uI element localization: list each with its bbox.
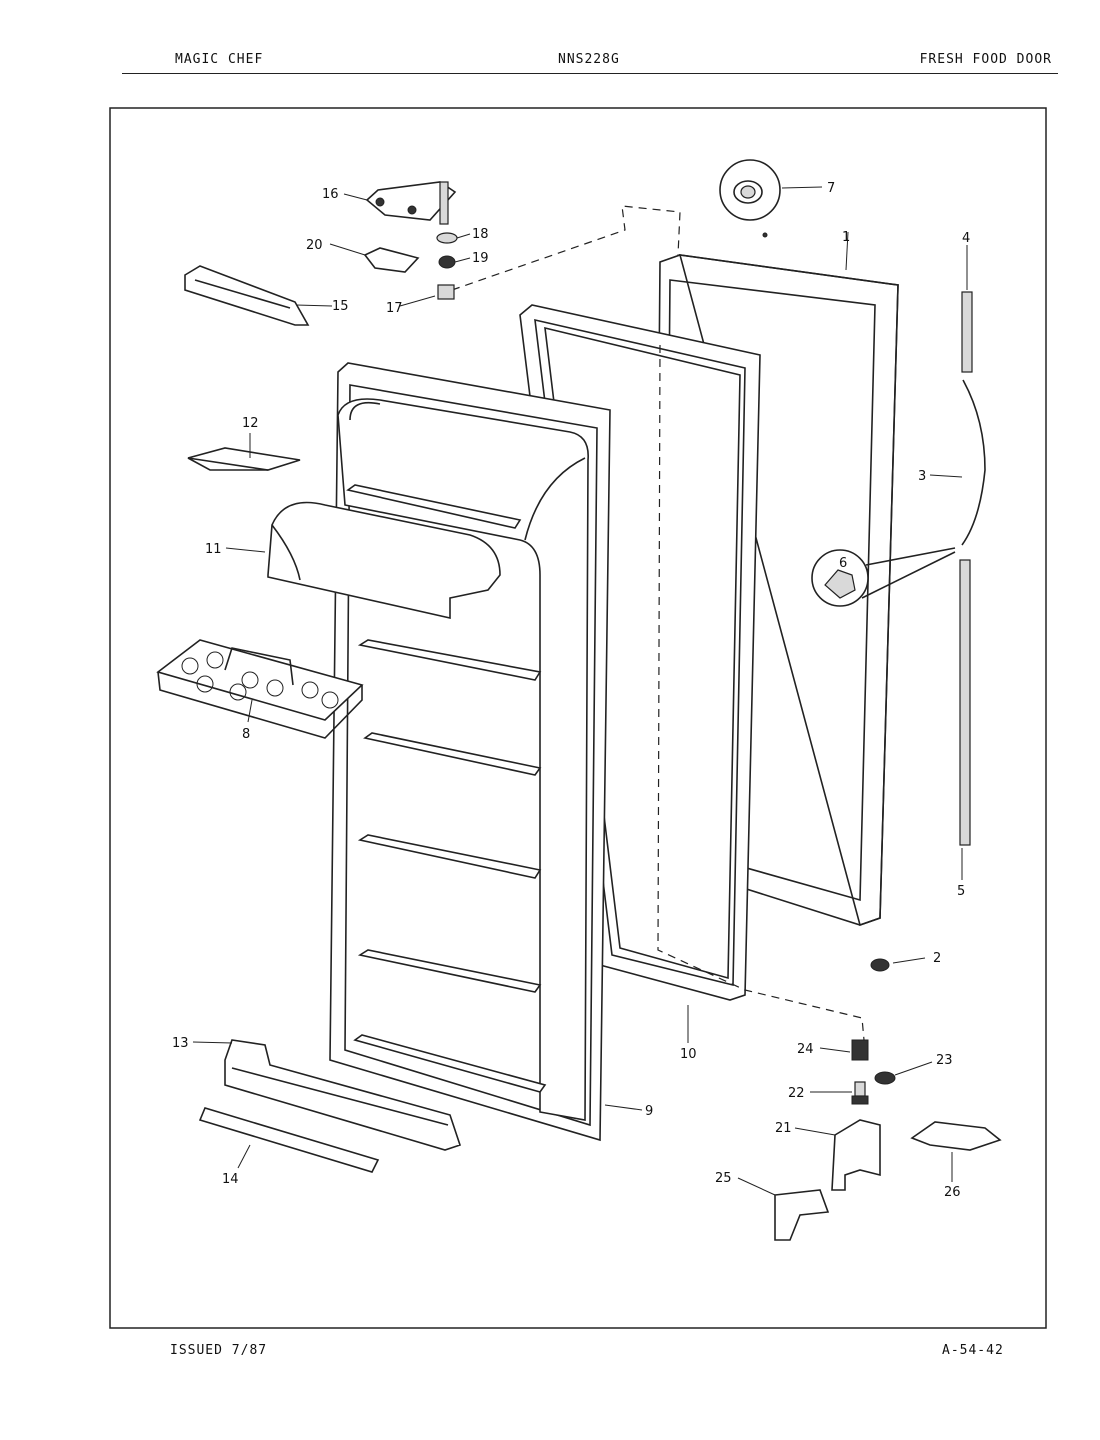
part-egg-tray: [156, 639, 364, 739]
alignment-line: [657, 344, 865, 1041]
callout-12: 12: [242, 416, 259, 431]
part-handle-bottom-trim: [959, 559, 971, 846]
part-small-tray: [187, 447, 301, 471]
callout-19: 19: [472, 251, 489, 266]
callout-9: 9: [645, 1104, 653, 1119]
callout-24: 24: [797, 1042, 814, 1057]
footer-drawing-number: A-54-42: [942, 1343, 1004, 1358]
callout-15: 15: [332, 299, 349, 314]
callout-17: 17: [386, 301, 403, 316]
callout-25: 25: [715, 1171, 732, 1186]
part-hinge-shim: [363, 247, 420, 273]
part-bottom-hinge-bushing: [851, 1039, 869, 1061]
part-handle-top-trim: [961, 291, 973, 373]
diagram-frame: [109, 107, 1047, 1329]
part-bottom-hinge: [831, 1119, 881, 1191]
callout-7: 7: [827, 181, 835, 196]
part-top-hinge: [365, 181, 457, 225]
callout-1: 1: [842, 230, 850, 245]
callout-16: 16: [322, 187, 339, 202]
part-door-handle: [961, 379, 986, 546]
part-nut: [870, 958, 890, 972]
callout-11: 11: [205, 542, 222, 557]
part-bottom-hinge-pin: [851, 1081, 869, 1105]
part-hinge-bracket: [774, 1189, 830, 1241]
part-hinge-pin-bushing: [438, 255, 456, 269]
part-bottom-washer: [874, 1071, 896, 1085]
callout-8: 8: [242, 727, 250, 742]
leader-lines: [192, 186, 968, 1196]
part-dairy-compartment-cover: [267, 501, 501, 620]
part-hinge-nut: [437, 284, 455, 300]
callout-18: 18: [472, 227, 489, 242]
callout-21: 21: [775, 1121, 792, 1136]
header-brand: MAGIC CHEF: [175, 52, 264, 67]
alignment-line: [451, 205, 681, 291]
callout-4: 4: [962, 231, 970, 246]
part-hinge-cover: [184, 265, 310, 326]
callout-5: 5: [957, 884, 965, 899]
callout-13: 13: [172, 1036, 189, 1051]
callout-23: 23: [936, 1053, 953, 1068]
part-washer: [436, 232, 458, 244]
callout-22: 22: [788, 1086, 805, 1101]
header-rule: [122, 73, 1058, 74]
part-handle-mounting-detail: [811, 547, 956, 607]
part-handle-end-cap: [719, 159, 781, 238]
part-hinge-plate: [910, 1121, 1002, 1151]
part-inner-door-liner: [329, 362, 611, 1142]
callout-3: 3: [918, 469, 926, 484]
footer-issue-date: ISSUED 7/87: [170, 1343, 268, 1358]
callout-20: 20: [306, 238, 323, 253]
callout-14: 14: [222, 1172, 239, 1187]
header-model-number: NNS228G: [558, 52, 620, 67]
callout-10: 10: [680, 1047, 697, 1062]
callout-6: 6: [839, 556, 847, 571]
header-section-title: FRESH FOOD DOOR: [919, 52, 1052, 67]
part-door-rack: [224, 1039, 462, 1151]
callout-26: 26: [944, 1185, 961, 1200]
callout-2: 2: [933, 951, 941, 966]
part-rack-retainer: [198, 1107, 380, 1173]
